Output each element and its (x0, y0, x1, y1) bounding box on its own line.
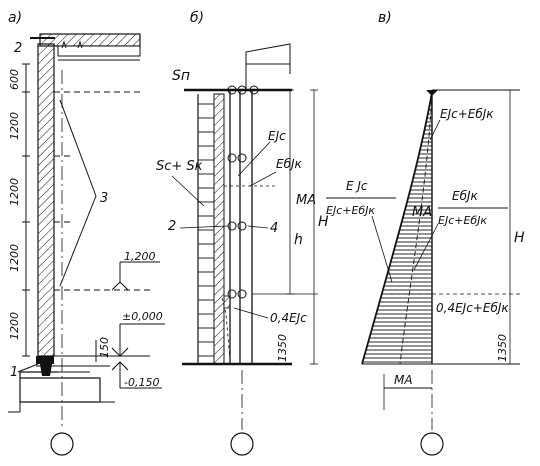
label-ma-bottom: MA (394, 373, 413, 387)
level-upper: 1,200 (111, 250, 160, 291)
panel-b: б) Sп Sс+ Sк (156, 10, 329, 456)
axis-marker-v (420, 432, 444, 456)
joint-lines-a (54, 91, 150, 291)
label-h: h (294, 232, 303, 248)
panel-b-label: б) (190, 10, 204, 26)
label-ma-right: MA (412, 205, 432, 220)
level-lower: -0,150 (111, 361, 162, 389)
columns-b (229, 90, 253, 364)
label-s-top: Sп (172, 68, 190, 84)
frac-left-den: EJc+EбJк (326, 204, 375, 217)
callout-3-leaders (59, 99, 97, 287)
label-ma-left: MA (296, 193, 316, 208)
panel-a: а) 2 600 1200 1200 1200 1200 (8, 10, 165, 456)
panel-a-label: а) (8, 10, 22, 26)
axis-marker-b (230, 432, 254, 456)
callout-3: 3 (100, 191, 108, 206)
svg-text:1,200: 1,200 (124, 250, 156, 263)
svg-text:-0,150: -0,150 (124, 376, 159, 389)
frac-left-num: E Jc (346, 179, 368, 193)
svg-text:600: 600 (8, 69, 21, 90)
dim-150: 150 (98, 337, 111, 358)
callout-4: 4 (270, 221, 278, 236)
callout-2-b: 2 (168, 219, 176, 234)
dim-1350-b: 1350 (276, 334, 289, 362)
svg-text:1200: 1200 (8, 244, 21, 272)
frac-right-num: EбJк (452, 189, 479, 203)
label-H-v: H (514, 230, 525, 246)
dim-1350-v: 1350 (496, 334, 509, 362)
label-ejc: EJc (268, 129, 286, 143)
panel-v: в) EJc+EбJк MA E Jc EJc+EбJк MA EбJк EJc… (296, 10, 525, 456)
axis-marker-a (50, 432, 74, 456)
foundation (8, 356, 115, 413)
panel-v-label: в) (378, 10, 392, 26)
moment-curve (361, 91, 433, 365)
label-s-side: Sс+ Sк (156, 159, 203, 174)
label-H-b: H (318, 214, 329, 230)
svg-text:1200: 1200 (8, 178, 21, 206)
roof-slab (30, 33, 141, 61)
side-load (197, 93, 225, 365)
column-joints (227, 85, 259, 299)
svg-text:1200: 1200 (8, 312, 21, 340)
label-bottom-coeff-b: 0,4EJc (270, 311, 307, 325)
svg-text:1200: 1200 (8, 112, 21, 140)
dim-labels-a: 600 1200 1200 1200 1200 (8, 69, 21, 340)
wall-column (37, 43, 55, 357)
label-ebjk: EбJк (276, 157, 303, 171)
moment-area (362, 92, 432, 364)
label-bottom-coeff-v: 0,4EJc+EбJк (436, 301, 509, 315)
label-top-v: EJc+EбJк (440, 107, 494, 121)
svg-text:±0,000: ±0,000 (122, 310, 163, 323)
moment-curve-split (399, 91, 433, 365)
dim-ticks-a (22, 63, 30, 357)
callout-1: 1 (10, 365, 18, 380)
callout-2-a: 2 (14, 41, 22, 56)
level-zero: ±0,000 (54, 310, 165, 357)
frac-right-den: EJc+EбJк (438, 214, 487, 227)
